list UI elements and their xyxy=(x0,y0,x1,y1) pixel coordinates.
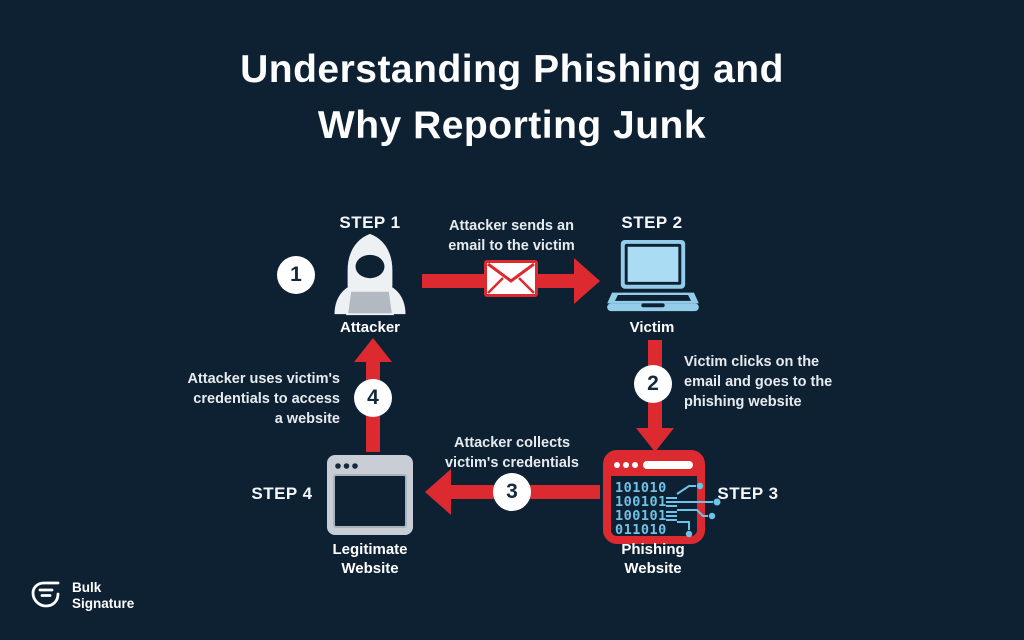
step4-label: STEP 4 xyxy=(251,484,313,503)
binary-row-1: 101010 xyxy=(615,480,667,496)
step3-node-label: Phishing Website xyxy=(621,541,685,577)
page-title-line-1: Understanding Phishing and xyxy=(240,48,784,91)
binary-row-4: 011010 xyxy=(615,522,667,538)
circuit-traces xyxy=(666,485,713,530)
page-title: Understanding Phishing and Why Reporting… xyxy=(0,42,1024,154)
step4-node-label: Legitimate Website xyxy=(332,541,408,577)
arrow3-annotation: Attacker collects victim's credentials xyxy=(444,435,579,471)
step1-number-badge: 1 xyxy=(277,256,315,294)
phishing-browser-icon: 101010 100101 100101 011010 xyxy=(603,450,738,550)
arrow1-annotation: Attacker sends an email to the victim xyxy=(448,218,575,254)
email-envelope-icon xyxy=(484,260,538,297)
step2-node-label: Victim xyxy=(629,319,675,336)
binary-row-2: 100101 xyxy=(615,494,667,510)
arrow4-annotation: Attacker uses victim's credentials to ac… xyxy=(187,371,340,427)
arrow2-annotation: Victim clicks on the email and goes to t… xyxy=(684,354,833,410)
step1-label: STEP 1 xyxy=(339,213,401,232)
binary-row-3: 100101 xyxy=(615,508,667,524)
brand-name-line-2: Signature xyxy=(72,595,135,611)
bulk-signature-logo-icon xyxy=(28,575,64,616)
step3-label: STEP 3 xyxy=(717,484,779,503)
brand-name-line-1: Bulk xyxy=(72,579,102,595)
step1-node-label: Attacker xyxy=(339,319,401,336)
browser-window-icon xyxy=(325,453,415,542)
brand-logo-text: Bulk Signature xyxy=(72,580,134,612)
step3-number-badge: 3 xyxy=(493,473,531,511)
step4-number-badge: 4 xyxy=(354,379,392,417)
page-title-line-2: Why Reporting Junk xyxy=(317,104,707,147)
step2-number-badge: 2 xyxy=(634,365,672,403)
step2-label: STEP 2 xyxy=(621,213,683,232)
hooded-attacker-icon xyxy=(328,230,412,323)
brand-logo: Bulk Signature xyxy=(28,575,134,616)
victim-laptop-icon xyxy=(604,238,702,321)
